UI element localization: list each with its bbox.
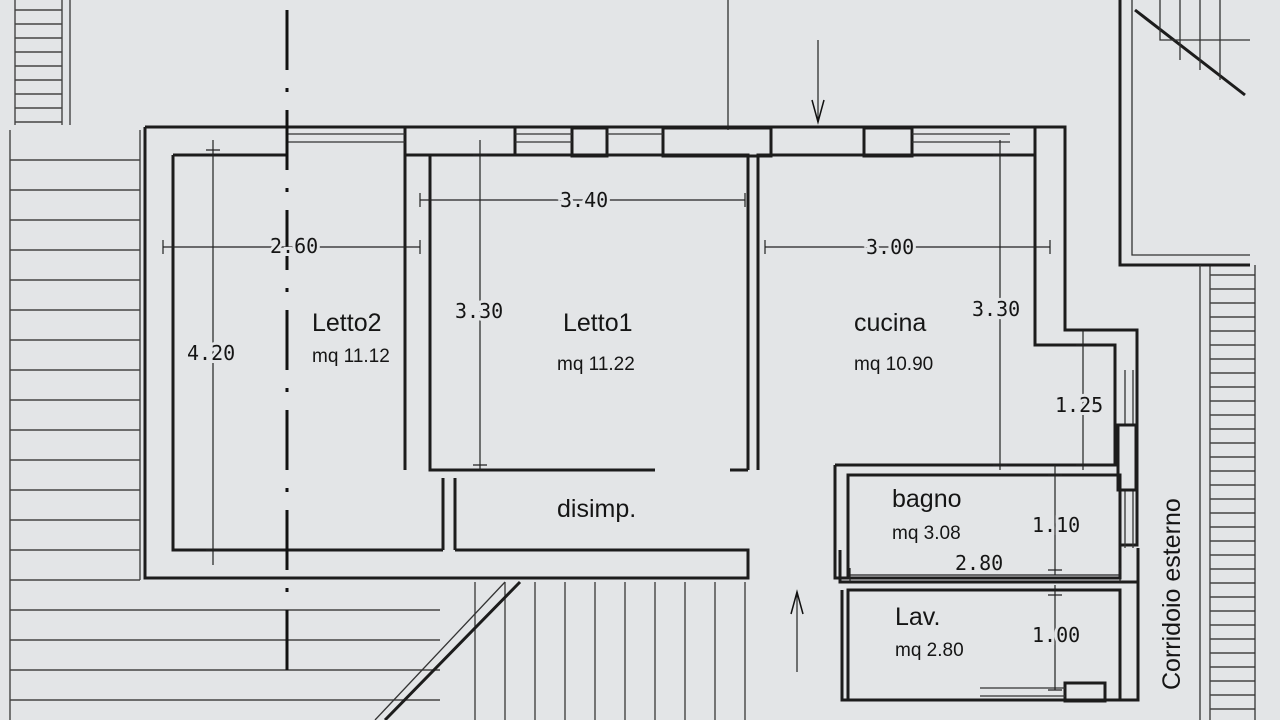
corridor-label: Corridoio esterno xyxy=(1158,498,1186,690)
top-right-structure xyxy=(1118,0,1256,720)
entry-arrows xyxy=(727,0,825,672)
disimp-label: disimp. xyxy=(557,495,636,523)
hatch-line xyxy=(383,580,522,720)
top-left-hatching xyxy=(14,0,71,125)
letto1-label: Letto1 xyxy=(563,309,633,337)
cucina-label: cucina xyxy=(854,309,926,337)
letto2-label: Letto2 xyxy=(312,309,382,337)
letto1-area: mq 11.22 xyxy=(557,354,635,375)
cucina-width: 3.00 xyxy=(866,235,914,259)
bagno-width: 2.80 xyxy=(955,551,1003,575)
bagno-length: 1.10 xyxy=(1032,513,1080,537)
bagno-label: bagno xyxy=(892,485,962,513)
right-hatching xyxy=(1209,265,1255,720)
letto2-width: 2.60 xyxy=(270,234,318,258)
lav-length: 1.00 xyxy=(1032,623,1080,647)
cucina-area: mq 10.90 xyxy=(854,354,933,375)
cucina-extra: 1.25 xyxy=(1055,393,1103,417)
stairs xyxy=(374,580,746,720)
dimension-lines xyxy=(162,140,1121,691)
letto1-length: 3.30 xyxy=(455,299,503,323)
bagno-area: mq 3.08 xyxy=(892,523,961,544)
cucina-length: 3.30 xyxy=(972,297,1020,321)
letto1-width: 3.40 xyxy=(560,188,608,212)
letto2-area: mq 11.12 xyxy=(312,346,390,367)
walls xyxy=(143,125,1140,703)
lav-area: mq 2.80 xyxy=(895,640,964,661)
letto2-length: 4.20 xyxy=(187,341,235,365)
lav-label: Lav. xyxy=(895,603,940,631)
left-hatching xyxy=(9,130,440,720)
hatch-line xyxy=(374,581,506,720)
